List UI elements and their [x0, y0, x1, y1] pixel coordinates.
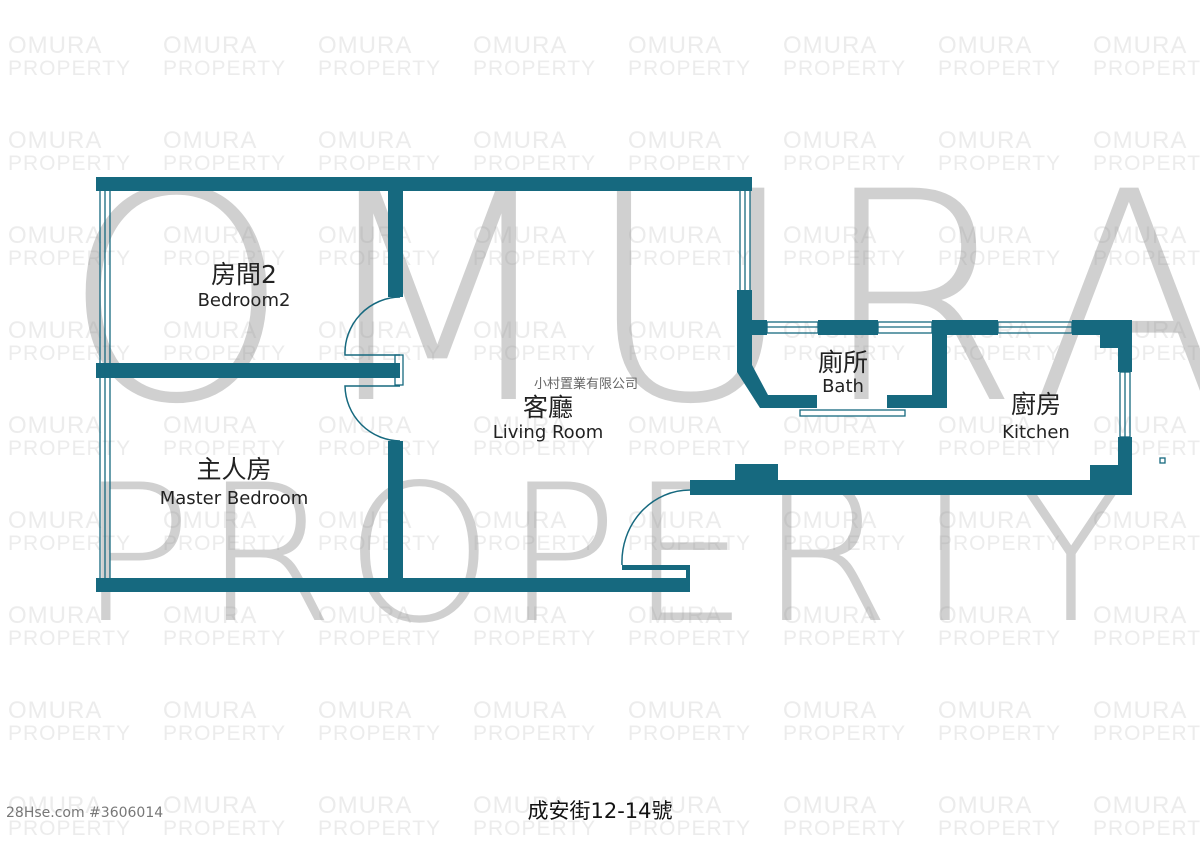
bath-chamfer-wall [737, 335, 817, 408]
source-label: 28Hse.com #3606014 [6, 805, 164, 821]
top-wall [96, 177, 752, 191]
bath-top-wall [737, 320, 767, 335]
entrance-threshold [622, 565, 690, 570]
room-label-living-cn: 客廳 [522, 393, 573, 422]
room-label-master-cn: 主人房 [196, 455, 272, 484]
address-caption: 成安街12-14號 [527, 799, 673, 823]
big-watermark-omura: OMURA [62, 131, 1200, 468]
windows [99, 191, 1166, 578]
company-name: 小村置業有限公司 [534, 377, 639, 392]
master-bedroom-wall [388, 441, 403, 581]
room-label-bedroom2-cn: 房間2 [211, 260, 277, 289]
doors [344, 296, 691, 566]
entrance-door-icon [621, 489, 691, 566]
kitchen-right-wall [1118, 320, 1132, 372]
bedroom-partition-wall [96, 363, 400, 378]
room-label-master-en: Master Bedroom [159, 488, 309, 509]
walls [96, 177, 1132, 592]
room-label-kitchen-cn: 廚房 [1010, 390, 1061, 419]
bedroom2-door-icon [344, 296, 401, 356]
room-label-living-en: Living Room [492, 422, 604, 443]
master-bedroom-door-icon [344, 385, 401, 442]
kitchen-bottom-wall [690, 480, 1132, 495]
bedroom2-wall [388, 191, 403, 297]
bottom-wall [96, 578, 690, 592]
bath-right-wall [932, 335, 947, 408]
room-label-bath-en: Bath [822, 376, 864, 397]
room-label-kitchen-en: Kitchen [1002, 422, 1070, 443]
room-label-bath-cn: 廁所 [817, 348, 868, 377]
room-label-bedroom2-en: Bedroom2 [197, 290, 291, 311]
